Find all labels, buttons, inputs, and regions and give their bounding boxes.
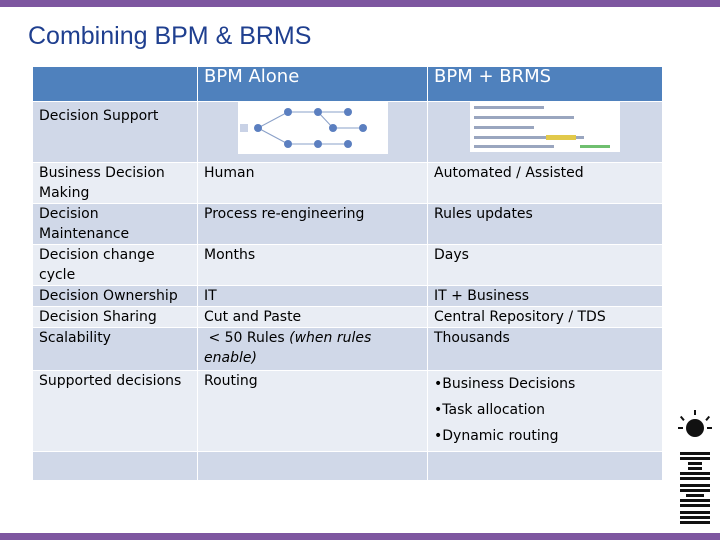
row-label: Decision Support xyxy=(32,101,198,163)
brms-thumbnail-cell xyxy=(427,101,663,163)
row-label: Decision Maintenance xyxy=(32,203,198,245)
rule-editor-thumbnail-icon xyxy=(470,102,620,152)
bpm-value-note: (when rules enable) xyxy=(204,330,372,366)
empty-cell xyxy=(197,451,428,481)
row-label: Supported decisions xyxy=(32,370,198,452)
table-row: Business Decision Making Human Automated… xyxy=(32,162,663,204)
list-item: •Business Decisions xyxy=(434,376,576,392)
bpm-value-cell: < 50 Rules (when rules enable) xyxy=(197,327,428,371)
header-bpm-brms: BPM + BRMS xyxy=(427,66,663,102)
bottom-accent-bar xyxy=(0,533,720,540)
row-label: Business Decision Making xyxy=(32,162,198,204)
bpm-value: Routing xyxy=(197,370,428,452)
brms-value: Days xyxy=(427,244,663,286)
list-item: •Dynamic routing xyxy=(434,428,559,444)
table-row: Supported decisions Routing •Business De… xyxy=(32,370,663,452)
brms-value: Automated / Assisted xyxy=(427,162,663,204)
bpm-value: Cut and Paste xyxy=(197,306,428,328)
brms-value: Thousands xyxy=(427,327,663,371)
empty-cell xyxy=(427,451,663,481)
comparison-table: BPM Alone BPM + BRMS Decision Support xyxy=(32,66,663,481)
empty-cell xyxy=(32,451,198,481)
brms-value-cell: •Business Decisions •Task allocation •Dy… xyxy=(427,370,663,452)
header-bpm-alone: BPM Alone xyxy=(197,66,428,102)
brms-value: Rules updates xyxy=(427,203,663,245)
table-row: Decision Ownership IT IT + Business xyxy=(32,285,663,307)
bpm-value: Human xyxy=(197,162,428,204)
list-item: •Task allocation xyxy=(434,402,545,418)
brms-value: Central Repository / TDS xyxy=(427,306,663,328)
ibm-logo-icon xyxy=(678,410,712,524)
row-label: Decision change cycle xyxy=(32,244,198,286)
row-label: Scalability xyxy=(32,327,198,371)
row-label: Decision Sharing xyxy=(32,306,198,328)
table-row: Decision Sharing Cut and Paste Central R… xyxy=(32,306,663,328)
brms-value: IT + Business xyxy=(427,285,663,307)
table-row: Decision Maintenance Process re-engineer… xyxy=(32,203,663,245)
row-label: Decision Ownership xyxy=(32,285,198,307)
process-diagram-thumbnail-icon xyxy=(237,102,388,154)
top-accent-bar xyxy=(0,0,720,7)
table-row-empty xyxy=(32,451,663,481)
bpm-value: Process re-engineering xyxy=(197,203,428,245)
table-row-decision-support: Decision Support xyxy=(32,101,663,163)
brms-bullet-list: •Business Decisions •Task allocation •Dy… xyxy=(434,371,656,449)
bpm-value: < 50 Rules xyxy=(204,330,285,346)
bpm-value: IT xyxy=(197,285,428,307)
table-header-row: BPM Alone BPM + BRMS xyxy=(32,66,663,102)
bpm-thumbnail-cell xyxy=(197,101,428,163)
table-row: Decision change cycle Months Days xyxy=(32,244,663,286)
bpm-value: Months xyxy=(197,244,428,286)
table-row: Scalability < 50 Rules (when rules enabl… xyxy=(32,327,663,371)
slide-title: Combining BPM & BRMS xyxy=(28,22,312,50)
header-blank xyxy=(32,66,198,102)
